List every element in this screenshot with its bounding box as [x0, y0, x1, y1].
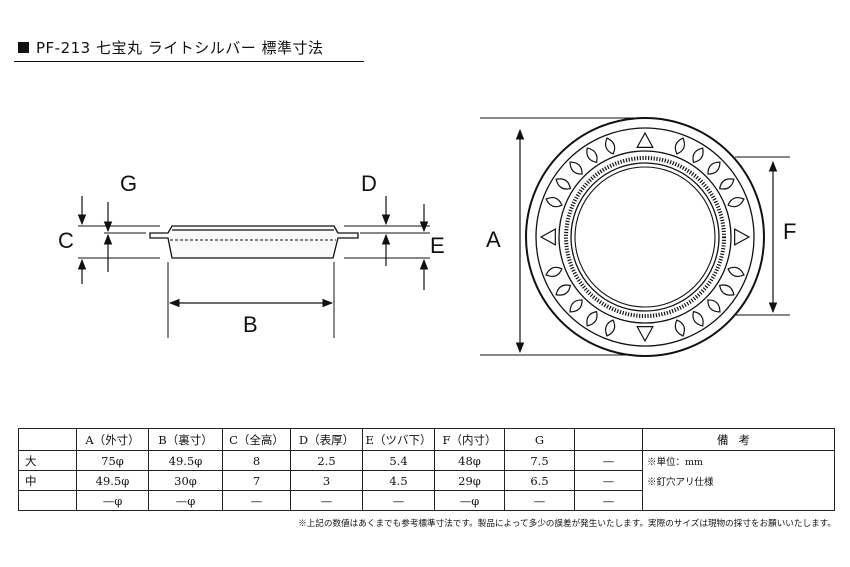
ornament-leaf [727, 197, 745, 208]
table-cell: 2.5 [290, 450, 363, 471]
remarks-note: ※単位：mm [642, 450, 835, 471]
ornament-leaf [692, 147, 704, 164]
header-cell: F（内寸） [434, 428, 505, 451]
ornament-triangle [636, 326, 654, 343]
remarks-note: ※釘穴アリ仕様 [642, 470, 835, 491]
ornament-leaf [674, 137, 685, 155]
header-cell: B（裏寸） [148, 428, 223, 451]
ornament-triangle [734, 228, 751, 246]
header-cell-remarks: 備考 [642, 428, 835, 451]
table-cell: 49.5φ [148, 450, 223, 471]
table-cell: 48φ [434, 450, 505, 471]
ornament-leaf [545, 197, 563, 208]
table-cell: 4.5 [362, 470, 435, 491]
table-cell: — [222, 490, 291, 511]
ornament-leaf [545, 266, 563, 277]
label-d: D [361, 171, 377, 196]
ornament-leaf [569, 161, 583, 175]
table-cell: — [290, 490, 363, 511]
table-cell: 30φ [148, 470, 223, 491]
table-cell: — [362, 490, 435, 511]
ornament-leaf [727, 266, 745, 277]
title-underline [14, 61, 364, 62]
extension-lines [78, 225, 430, 338]
title-square-icon [18, 42, 29, 53]
label-b: B [243, 312, 258, 337]
ornament-leaf [718, 178, 735, 190]
table-cell: 5.4 [362, 450, 435, 471]
table-cell: —φ [76, 490, 149, 511]
row-label: 中 [18, 470, 77, 491]
table-cell: 8 [222, 450, 291, 471]
header-cell [574, 428, 643, 451]
table-cell: 7 [222, 470, 291, 491]
table-row: 大 75φ 49.5φ 8 2.5 5.4 48φ 7.5 — ※単位：mm [18, 450, 835, 471]
table-cell: — [574, 470, 643, 491]
ornament-leaf [707, 299, 721, 313]
label-a: A [486, 227, 501, 252]
label-f: F [783, 219, 796, 244]
header-cell [18, 428, 77, 451]
table-row: 中 49.5φ 30φ 7 3 4.5 29φ 6.5 — ※釘穴アリ仕様 [18, 470, 835, 491]
table-cell: 6.5 [504, 470, 575, 491]
front-dimension-arrows [515, 128, 778, 354]
table-cell: —φ [434, 490, 505, 511]
header-cell: G [504, 428, 575, 451]
table-row: —φ —φ — — — —φ — — [18, 490, 835, 511]
table-cell: 7.5 [504, 450, 575, 471]
ornament-leaf [692, 310, 704, 327]
dimension-arrows [77, 196, 429, 308]
ornament-leaf [586, 310, 598, 327]
table-cell: 49.5φ [76, 470, 149, 491]
ornament-triangle [539, 228, 556, 246]
table-cell: —φ [148, 490, 223, 511]
ornament-leaf [605, 137, 616, 155]
label-g: G [120, 171, 137, 196]
table-cell: 29φ [434, 470, 505, 491]
footnote: ※上記の数値はあくまでも参考標準寸法です。製品によって多少の誤差が発生いたします… [298, 519, 836, 529]
table-cell: — [504, 490, 575, 511]
table-cell: 3 [290, 470, 363, 491]
ornament-leaf [569, 299, 583, 313]
ornament-triangle [636, 131, 654, 148]
ornament-leaf [586, 147, 598, 164]
table-cell: 75φ [76, 450, 149, 471]
label-c: C [58, 228, 74, 253]
page-title: PF-213 七宝丸 ライトシルバー 標準寸法 [36, 39, 324, 57]
ornament-leaf [555, 284, 572, 296]
side-profile [149, 225, 359, 259]
header-cell: C（全高） [222, 428, 291, 451]
front-view [480, 117, 790, 357]
ornament-leaf [555, 178, 572, 190]
row-label [18, 490, 77, 511]
table-cell: — [574, 490, 643, 511]
header-cell: D（表厚） [290, 428, 363, 451]
label-e: E [430, 233, 445, 258]
dimension-drawing: C G B D E A F [58, 117, 796, 357]
spec-table: A（外寸） B（裏寸） C（全高） D（表厚） E（ツバ下） F（内寸） G 備… [18, 428, 835, 511]
title-bar: PF-213 七宝丸 ライトシルバー 標準寸法 [14, 38, 824, 62]
remarks-note [642, 490, 835, 511]
row-label: 大 [18, 450, 77, 471]
table-cell: — [574, 450, 643, 471]
header-cell: A（外寸） [76, 428, 149, 451]
table-header-row: A（外寸） B（裏寸） C（全高） D（表厚） E（ツバ下） F（内寸） G 備… [18, 428, 835, 451]
ornament-leaf [707, 161, 721, 175]
ornament-leaf [674, 319, 685, 337]
ornament-leaf [718, 284, 735, 296]
ornament-leaf [605, 319, 616, 337]
header-cell: E（ツバ下） [362, 428, 435, 451]
